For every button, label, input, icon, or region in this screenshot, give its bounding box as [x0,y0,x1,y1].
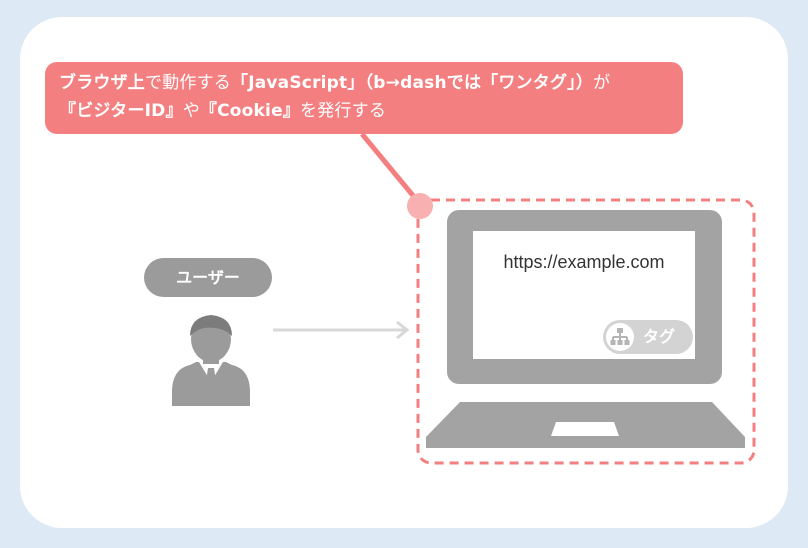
tag-badge: タグ [603,320,693,354]
connector-dot [407,193,433,219]
callout-bold-text: 『ビジターID』 [59,101,183,121]
callout-bold-text: 「JavaScript」（b→dashでは「ワンタグ」） [231,73,594,93]
user-label: ユーザー [144,258,272,297]
browser-url: https://example.com [503,252,665,272]
sitemap-icon [606,323,634,351]
callout-text: で動作する [145,73,231,93]
arrow-icon [273,320,410,340]
callout-text: や [182,101,200,121]
tag-scope-dashed-border [416,198,756,465]
laptop-icon [426,210,745,448]
callout-connector-line [360,132,422,206]
tag-label: タグ [643,327,676,346]
callout-line-1: ブラウザ上で動作する「JavaScript」（b→dashでは「ワンタグ」）が [59,69,669,97]
callout-bold-text: ブラウザ上 [59,73,145,93]
callout-text: を発行する [300,101,387,121]
person-icon [172,315,250,406]
callout-line-2: 『ビジターID』や『Cookie』を発行する [59,97,669,125]
laptop-trackpad [551,422,619,436]
callout-box: ブラウザ上で動作する「JavaScript」（b→dashでは「ワンタグ」）が … [45,62,683,134]
callout-bold-text: 『Cookie』 [199,101,301,121]
callout-text: が [593,73,611,93]
